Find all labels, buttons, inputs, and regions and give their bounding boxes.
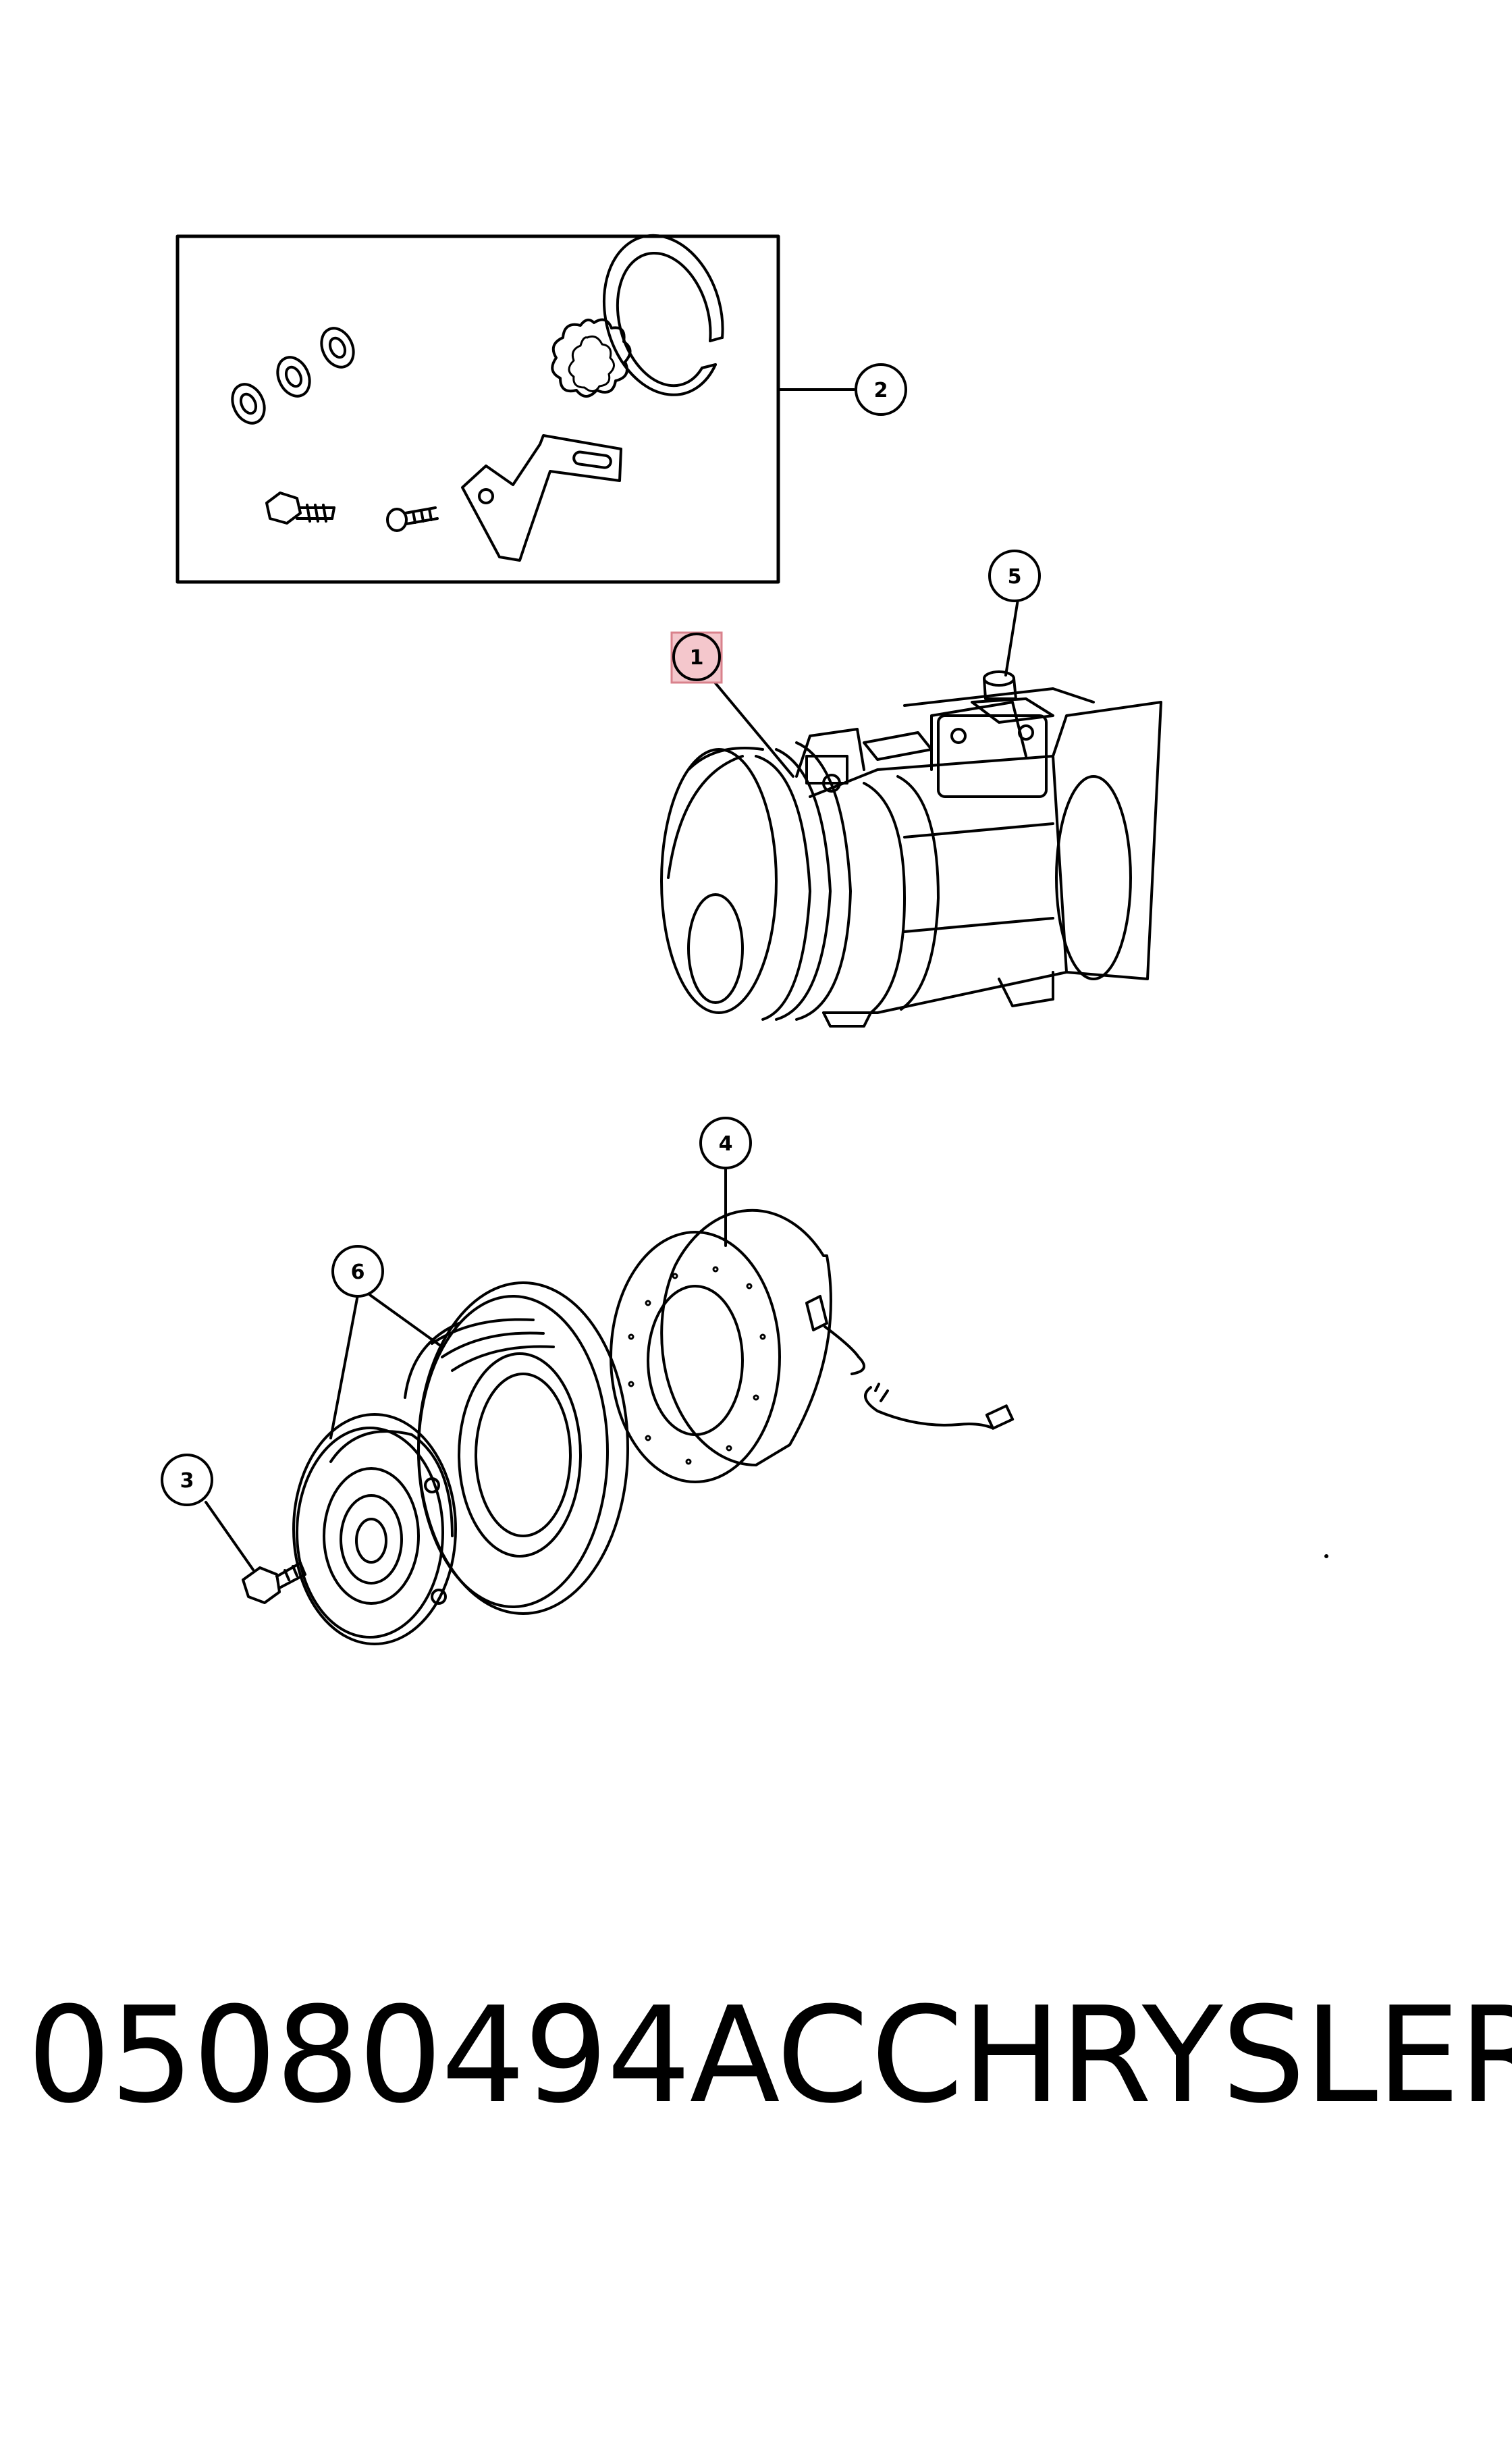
callout-3[interactable]: 3 xyxy=(161,1454,213,1506)
callout-2-label: 2 xyxy=(874,379,888,402)
callout-2[interactable]: 2 xyxy=(855,363,907,416)
footer-caption: 05080494AC CHRYSLER xyxy=(27,1978,1512,2133)
callout-6[interactable]: 6 xyxy=(331,1245,384,1298)
parts-diagram: 1 2 3 4 5 6 xyxy=(161,234,1328,1645)
field-coil xyxy=(610,1208,1015,1483)
callout-5-label: 5 xyxy=(1008,565,1022,589)
callout-5[interactable]: 5 xyxy=(988,550,1041,602)
callout-4-label: 4 xyxy=(719,1132,733,1156)
mounting-bracket xyxy=(461,434,622,562)
snap-ring xyxy=(602,234,724,396)
hub-bolt xyxy=(242,1562,306,1604)
part-number: 05080494AC xyxy=(27,1979,869,2133)
callout-1[interactable]: 1 xyxy=(670,631,723,684)
callout-4[interactable]: 4 xyxy=(699,1117,752,1169)
clutch-hub xyxy=(292,1413,457,1645)
callout-6-label: 6 xyxy=(351,1260,365,1284)
callout-3-label: 3 xyxy=(180,1469,194,1493)
washer-set xyxy=(231,327,355,425)
clutch-pulley xyxy=(404,1281,629,1615)
small-screw xyxy=(386,506,439,532)
ac-compressor xyxy=(660,670,1162,1028)
flange-bolt xyxy=(265,492,335,525)
seal-kit-box xyxy=(176,234,780,584)
leader-lines xyxy=(205,388,1019,1571)
brand-name: CHRYSLER xyxy=(871,1979,1512,2133)
callout-1-label: 1 xyxy=(690,646,704,670)
